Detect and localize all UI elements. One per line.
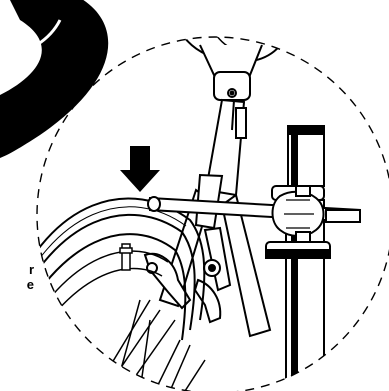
callout-line-1: r (0, 262, 34, 277)
repair-stand-post (266, 126, 330, 391)
callout-fragment: r e (0, 262, 34, 292)
seat-clamp (200, 45, 262, 100)
down-arrow-icon (120, 146, 160, 192)
clamp-rod (148, 197, 360, 222)
neighbor-panel-curve (0, 0, 108, 158)
spokes (95, 300, 205, 391)
valve-stem (120, 244, 132, 270)
callout-line-2: e (0, 277, 34, 292)
